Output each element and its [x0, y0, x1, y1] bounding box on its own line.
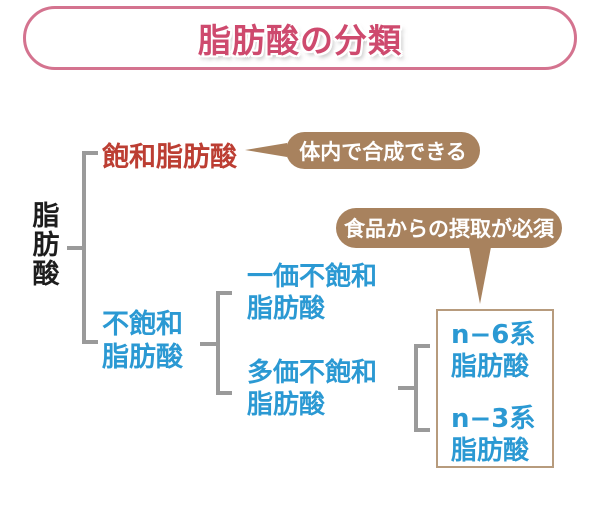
- bracket3-stem: [398, 386, 414, 390]
- node-fatty-acid-root: 脂肪酸: [32, 201, 60, 290]
- node-n3-line2: 脂肪酸: [451, 436, 530, 466]
- bracket2-arm-top: [220, 291, 232, 295]
- bracket3-vertical: [414, 344, 418, 432]
- bracket1-vertical: [82, 151, 86, 344]
- node-n3: n−3系 脂肪酸: [451, 403, 535, 467]
- node-polyunsaturated-line1: 多価不飽和: [247, 358, 378, 388]
- node-polyunsaturated-line2: 脂肪酸: [247, 390, 326, 420]
- bracket1-stem: [67, 246, 84, 250]
- node-monounsaturated: 一価不飽和 脂肪酸: [247, 261, 377, 325]
- node-n6-line2: 脂肪酸: [451, 352, 530, 382]
- bracket3-arm-bottom: [418, 428, 430, 432]
- callout-essential-pointer-icon: [469, 247, 491, 304]
- callout-essential: 食品からの摂取が必須: [336, 208, 562, 248]
- node-n3-line1: n−3系: [451, 404, 536, 434]
- node-saturated: 飽和脂肪酸: [102, 142, 237, 173]
- node-n6-line1: n−6系: [451, 320, 536, 350]
- bracket2-arm-bottom: [220, 391, 232, 395]
- callout-synthesizable-pointer-icon: [245, 143, 287, 157]
- node-unsaturated-line1: 不飽和: [102, 309, 183, 340]
- bracket2-stem: [200, 342, 216, 346]
- page-title: 脂肪酸の分類: [198, 21, 402, 60]
- bracket1-arm-top: [86, 151, 98, 155]
- callout-synthesizable: 体内で合成できる: [286, 132, 480, 169]
- bracket1-arm-bottom: [86, 340, 98, 344]
- node-monounsaturated-line1: 一価不飽和: [247, 262, 378, 292]
- callout-synthesizable-text: 体内で合成できる: [299, 139, 467, 164]
- bracket3-arm-top: [418, 344, 430, 348]
- node-n6: n−6系 脂肪酸: [451, 319, 535, 383]
- bracket2-vertical: [216, 291, 220, 395]
- n-series-box: n−6系 脂肪酸 n−3系 脂肪酸: [436, 309, 554, 468]
- node-polyunsaturated: 多価不飽和 脂肪酸: [247, 357, 377, 421]
- node-unsaturated: 不飽和 脂肪酸: [102, 308, 183, 374]
- node-unsaturated-line2: 脂肪酸: [102, 342, 183, 373]
- callout-essential-text: 食品からの摂取が必須: [344, 217, 554, 241]
- node-monounsaturated-line2: 脂肪酸: [247, 294, 326, 324]
- title-banner: 脂肪酸の分類: [23, 6, 577, 70]
